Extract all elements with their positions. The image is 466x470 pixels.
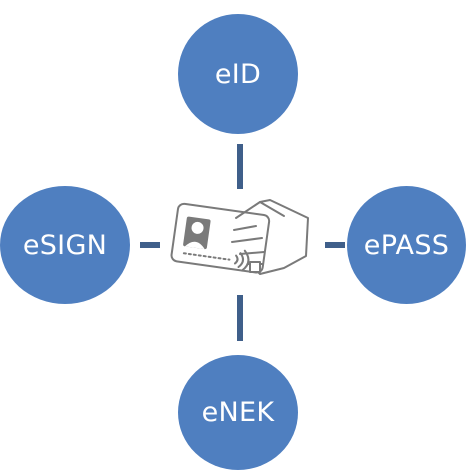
id-card-in-hand-icon	[166, 196, 314, 294]
node-esign-label: eSIGN	[22, 229, 108, 261]
node-eid-label: eID	[214, 58, 262, 90]
node-enek-label: eNEK	[201, 397, 275, 428]
connector-right	[325, 242, 345, 248]
node-eid: eID	[178, 14, 298, 134]
connector-left	[140, 242, 160, 248]
node-epass: ePASS	[347, 186, 466, 304]
node-enek: eNEK	[178, 355, 298, 470]
node-esign: eSIGN	[0, 186, 130, 304]
connector-top	[237, 144, 243, 189]
id-card-in-hand-icon-svg	[170, 199, 309, 275]
node-epass-label: ePASS	[363, 229, 450, 261]
connector-bottom	[237, 295, 243, 341]
